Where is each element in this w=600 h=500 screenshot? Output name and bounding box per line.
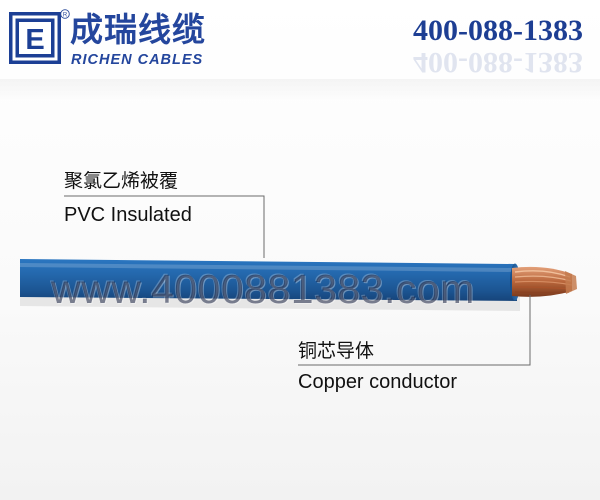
logo-letter: E bbox=[25, 24, 44, 56]
logo-e-icon: E bbox=[9, 12, 61, 64]
header-divider bbox=[0, 79, 600, 101]
insulation-highlight bbox=[20, 263, 515, 272]
hotline-number[interactable]: 400-088-1383 bbox=[413, 14, 583, 47]
registered-letter: R bbox=[63, 12, 68, 18]
registered-mark: R bbox=[60, 9, 70, 21]
insulation-leader-line bbox=[64, 195, 265, 258]
insulation-label-cn: 聚氯乙烯被覆 bbox=[64, 170, 179, 192]
brand-name-en: RICHEN CABLES bbox=[71, 52, 204, 68]
copper-conductor bbox=[512, 266, 577, 297]
brand-logo[interactable]: E bbox=[9, 12, 61, 64]
insulation-label-en: PVC Insulated bbox=[64, 204, 192, 226]
conductor-leader-line bbox=[298, 295, 531, 366]
conductor-label-en: Copper conductor bbox=[298, 371, 457, 393]
header: E R 成瑞线缆 RICHEN CABLES 400-088-1383 400-… bbox=[0, 0, 600, 79]
brand-name-cn: 成瑞线缆 bbox=[70, 10, 206, 49]
registered-icon: R bbox=[60, 9, 70, 19]
conductor-label-cn: 铜芯导体 bbox=[298, 340, 375, 362]
website-watermark: www.4000881383.com bbox=[51, 266, 475, 312]
pvc-insulation bbox=[20, 259, 517, 301]
